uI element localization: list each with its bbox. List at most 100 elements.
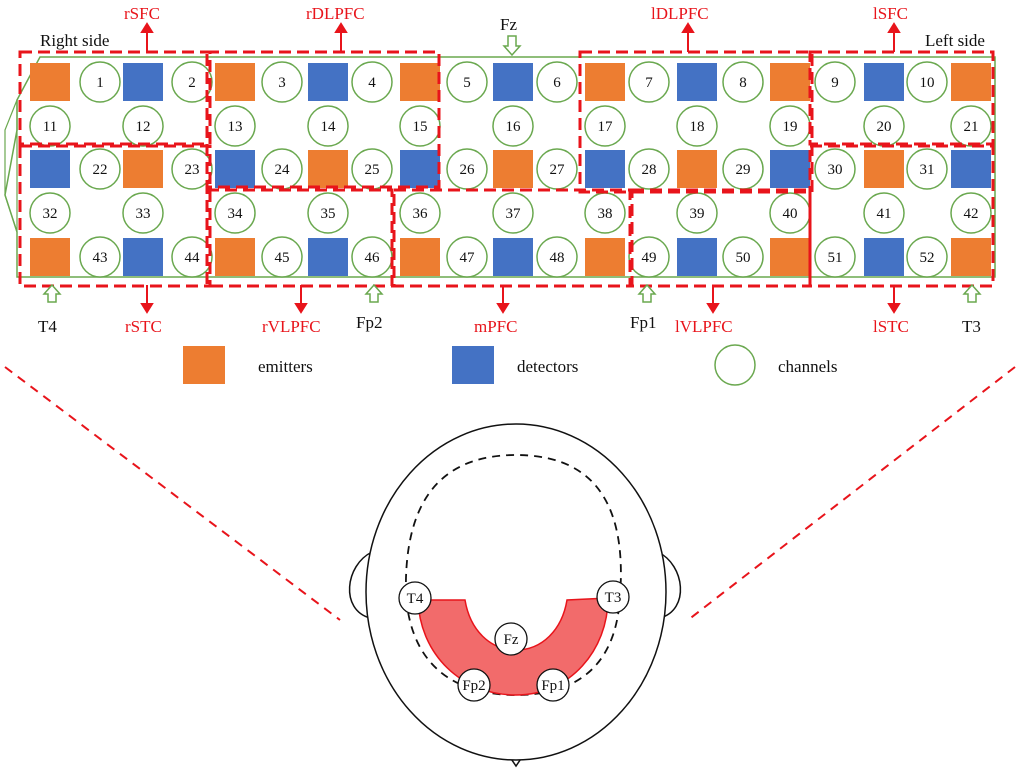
- regions-layer: [18, 50, 995, 288]
- detector-optode: [215, 150, 255, 188]
- head-fz-marker: [494, 622, 528, 656]
- emitter-optode: [770, 238, 810, 276]
- channel-circle: [814, 61, 856, 103]
- channel-47: 47: [446, 236, 488, 278]
- channel-circle: [351, 61, 393, 103]
- head-fz-label: Fz: [504, 632, 519, 648]
- legend-detector-swatch: [452, 346, 494, 384]
- channel-number: 22: [93, 162, 108, 178]
- channel-15: 15: [399, 105, 441, 147]
- region-arrows: [140, 22, 901, 314]
- detector-optode: [677, 63, 717, 101]
- channel-12: 12: [122, 105, 164, 147]
- detector-optode: [677, 238, 717, 276]
- channel-number: 29: [736, 162, 751, 178]
- channel-3: 3: [261, 61, 303, 103]
- channel-number: 2: [188, 75, 196, 91]
- region-rdlpfc-box: [205, 50, 441, 189]
- head-t3-marker: [596, 580, 630, 614]
- channel-7: 7: [628, 61, 670, 103]
- region-lsfc-box: [808, 50, 995, 146]
- channel-circle: [446, 61, 488, 103]
- channel-number: 26: [460, 162, 476, 178]
- channel-number: 13: [228, 119, 243, 135]
- channel-number: 18: [690, 119, 705, 135]
- detector-optode: [400, 150, 440, 188]
- region-label-lstc: lSTC: [873, 317, 909, 336]
- head-fp2-label: Fp2: [462, 678, 485, 694]
- channel-circle: [79, 148, 121, 190]
- fz-arrow-icon: [502, 35, 522, 57]
- detector-optode: [493, 238, 533, 276]
- channel-11: 11: [29, 105, 71, 147]
- channel-circle: [906, 61, 948, 103]
- channel-number: 41: [877, 206, 892, 222]
- channel-35: 35: [307, 192, 349, 234]
- right-side-label: Right side: [40, 31, 109, 50]
- channel-20: 20: [863, 105, 905, 147]
- region-label-rsfc: rSFC: [124, 4, 160, 23]
- channel-50: 50: [722, 236, 764, 278]
- t4-ref-label: T4: [38, 317, 57, 336]
- channel-19: 19: [769, 105, 811, 147]
- emitter-optode: [951, 63, 991, 101]
- channel-24: 24: [261, 148, 303, 190]
- fz-ref-label: Fz: [500, 15, 517, 34]
- head-fp1-marker: [536, 668, 570, 702]
- region-ldlpfc-box: [578, 50, 814, 194]
- channel-circle: [122, 105, 164, 147]
- detector-optode: [30, 150, 70, 188]
- channel-number: 6: [553, 75, 561, 91]
- channel-number: 50: [736, 250, 751, 266]
- fp1-ref-label: Fp1: [630, 313, 656, 332]
- channel-circle: [722, 236, 764, 278]
- channel-number: 35: [321, 206, 336, 222]
- probe-outline-left-bump: [4, 99, 18, 233]
- channel-circle: [584, 105, 626, 147]
- emitter-optode: [123, 150, 163, 188]
- channel-number: 48: [550, 250, 565, 266]
- channel-number: 32: [43, 206, 58, 222]
- channel-32: 32: [29, 192, 71, 234]
- region-rvlpfc-box: [205, 188, 394, 288]
- projection-line-left: [4, 366, 341, 621]
- channel-number: 24: [275, 162, 291, 178]
- channel-number: 5: [463, 75, 471, 91]
- channel-46: 46: [351, 236, 393, 278]
- emitter-optode: [215, 238, 255, 276]
- channel-circle: [399, 192, 441, 234]
- channel-6: 6: [536, 61, 578, 103]
- channel-52: 52: [906, 236, 948, 278]
- detector-optode: [123, 63, 163, 101]
- channel-39: 39: [676, 192, 718, 234]
- region-label-ldlpfc: lDLPFC: [651, 4, 709, 23]
- channel-circle: [950, 105, 992, 147]
- channel-number: 36: [413, 206, 429, 222]
- channel-circle: [906, 236, 948, 278]
- detector-optode: [864, 63, 904, 101]
- channel-circle: [79, 236, 121, 278]
- left-side-label: Left side: [925, 31, 985, 50]
- projection-line-right: [687, 366, 1016, 621]
- channel-number: 23: [185, 162, 200, 178]
- channel-number: 51: [828, 250, 843, 266]
- head-outline: [365, 423, 667, 761]
- channel-number: 20: [877, 119, 892, 135]
- channel-number: 16: [506, 119, 522, 135]
- cap-outline: [405, 454, 622, 696]
- channel-number: 44: [185, 250, 201, 266]
- detector-optode: [493, 63, 533, 101]
- detectors-layer: [30, 63, 991, 276]
- region-lstc-box: [808, 144, 995, 288]
- channel-36: 36: [399, 192, 441, 234]
- channel-number: 8: [739, 75, 747, 91]
- channel-circle: [814, 236, 856, 278]
- channel-number: 28: [642, 162, 657, 178]
- emitter-optode: [400, 63, 440, 101]
- region-mpfc-box: [392, 188, 632, 288]
- reference-arrows: [42, 35, 982, 303]
- region-label-lvlpfc: lVLPFC: [675, 317, 733, 336]
- channel-27: 27: [536, 148, 578, 190]
- channel-number: 33: [136, 206, 151, 222]
- emitter-optode: [308, 150, 348, 188]
